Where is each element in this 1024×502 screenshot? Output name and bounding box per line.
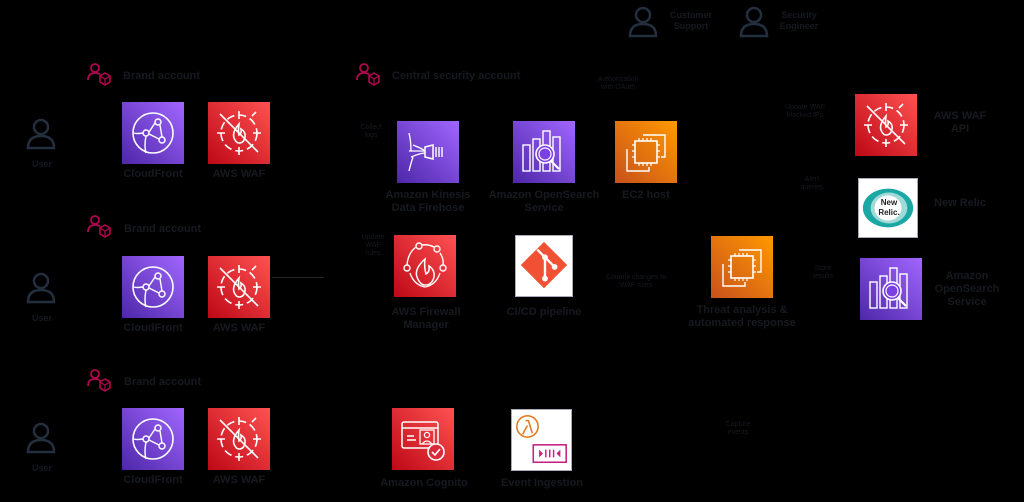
brand-account-label: Brand account (124, 376, 202, 388)
brand-account-label: Brand account (123, 70, 201, 82)
cloudfront-label: CloudFront (123, 322, 183, 334)
opensearch-external-icon[interactable] (860, 258, 922, 320)
aws-waf-icon[interactable] (208, 408, 270, 470)
cloudfront-label: CloudFront (123, 474, 183, 486)
user-icon (24, 420, 58, 454)
amazon-cognito-label: Amazon Cognito (380, 477, 468, 489)
account-icon (86, 368, 112, 392)
aws-waf-icon[interactable] (208, 256, 270, 318)
account-icon (355, 62, 381, 86)
account-icon (86, 214, 112, 238)
connector-line (272, 277, 324, 278)
user-label: User (31, 159, 52, 169)
cloudfront-label: CloudFront (123, 168, 183, 180)
cloudfront-icon[interactable] (122, 256, 184, 318)
aws-waf-label: AWS WAF (212, 474, 266, 486)
aws-waf-icon[interactable] (208, 102, 270, 164)
threat-analysis-label: Threat analysis &automated response (688, 304, 796, 329)
new-relic-label: New Relic (934, 197, 986, 209)
ec2-host-label: EC2 host (622, 189, 670, 201)
threat-analysis-icon[interactable] (711, 236, 773, 298)
cicd-pipeline-icon[interactable] (515, 235, 573, 297)
user-label: User (31, 313, 52, 323)
account-icon (86, 62, 112, 86)
cloudfront-icon[interactable] (122, 102, 184, 164)
user-icon (24, 116, 58, 150)
brand-account-label: Brand account (124, 223, 202, 235)
customer-support-icon (626, 4, 660, 38)
cicd-pipeline-label: CI/CD pipeline (506, 306, 582, 318)
firewall-manager-icon[interactable] (394, 235, 456, 297)
cloudfront-icon[interactable] (122, 408, 184, 470)
security-engineer-icon (737, 4, 771, 38)
opensearch-icon[interactable] (513, 121, 575, 183)
amazon-cognito-icon[interactable] (392, 408, 454, 470)
kinesis-firehose-icon[interactable] (397, 121, 459, 183)
aws-waf-label: AWS WAF (212, 168, 266, 180)
event-ingestion-icon[interactable] (511, 409, 572, 471)
event-ingestion-label: Event Ingestion (501, 477, 583, 489)
aws-waf-api-icon[interactable] (855, 94, 917, 156)
user-icon (24, 270, 58, 304)
ec2-host-icon[interactable] (615, 121, 677, 183)
aws-waf-label: AWS WAF (212, 322, 266, 334)
central-account-title: Central security account (392, 70, 521, 82)
user-label: User (31, 463, 52, 473)
